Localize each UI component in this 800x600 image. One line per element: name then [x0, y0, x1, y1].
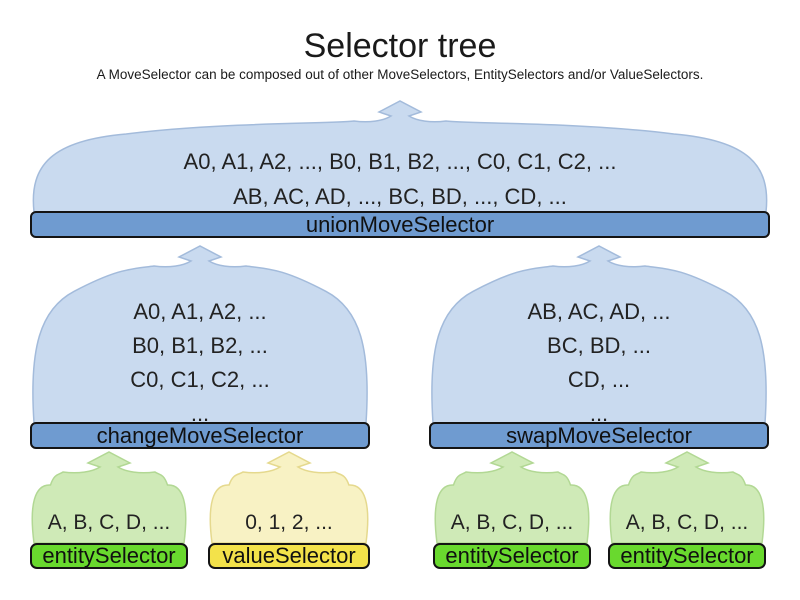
change-move-selector-balloon-arrow-shape: [32, 245, 368, 424]
items-line: A, B, C, D, ...: [625, 511, 749, 534]
change-move-selector-label: changeMoveSelector: [96, 422, 304, 448]
items-line: ...: [589, 401, 609, 426]
entity-selector-2-items: A, B, C, D, ...: [433, 510, 591, 536]
page-subtitle: A MoveSelector can be composed out of ot…: [96, 67, 704, 82]
items-line: CD, ...: [567, 367, 631, 392]
swap-move-selector-items: AB, AC, AD, ... BC, BD, ... CD, ... ...: [429, 295, 769, 431]
entity-selector-1-bar: entitySelector: [30, 543, 188, 569]
page-title: Selector tree: [303, 27, 497, 65]
entity-selector-1-label: entitySelector: [42, 543, 176, 568]
change-move-selector-bar: changeMoveSelector: [30, 422, 370, 449]
swap-move-selector-bar: swapMoveSelector: [429, 422, 769, 449]
union-move-selector-bar: unionMoveSelector: [30, 211, 770, 238]
items-line: A, B, C, D, ...: [47, 511, 171, 534]
items-line: ...: [190, 401, 210, 426]
union-move-selector-label: unionMoveSelector: [305, 211, 495, 237]
items-line: AB, AC, AD, ..., BC, BD, ..., CD, ...: [233, 184, 567, 209]
items-line: B0, B1, B2, ...: [132, 333, 268, 358]
items-line: A, B, C, D, ...: [450, 511, 574, 534]
entity-selector-3-label: entitySelector: [620, 543, 754, 568]
entity-selector-3-bar: entitySelector: [608, 543, 766, 569]
swap-move-selector-balloon-arrow-shape: [431, 245, 767, 424]
union-move-selector-balloon-arrow-shape: [32, 100, 768, 213]
value-selector-items: 0, 1, 2, ...: [208, 510, 370, 536]
entity-selector-3-items: A, B, C, D, ...: [608, 510, 766, 536]
items-line: C0, C1, C2, ...: [130, 367, 270, 392]
union-move-selector-items: A0, A1, A2, ..., B0, B1, B2, ..., C0, C1…: [30, 144, 770, 214]
change-move-selector-items: A0, A1, A2, ... B0, B1, B2, ... C0, C1, …: [30, 295, 370, 431]
swap-move-selector-label: swapMoveSelector: [506, 422, 692, 448]
entity-selector-1-items: A, B, C, D, ...: [30, 510, 188, 536]
value-selector-label: valueSelector: [222, 543, 356, 568]
value-selector-bar: valueSelector: [208, 543, 370, 569]
items-line: AB, AC, AD, ...: [527, 299, 671, 324]
entity-selector-2-label: entitySelector: [445, 543, 579, 568]
value-selector-balloon-arrow-shape: [209, 451, 369, 544]
entity-selector-2-balloon-arrow-shape: [434, 451, 590, 544]
entity-selector-3-balloon-arrow-shape: [609, 451, 765, 544]
items-line: 0, 1, 2, ...: [245, 511, 333, 534]
entity-selector-2-bar: entitySelector: [433, 543, 591, 569]
items-line: BC, BD, ...: [547, 333, 651, 358]
entity-selector-1-balloon-arrow-shape: [31, 451, 187, 544]
items-line: A0, A1, A2, ..., B0, B1, B2, ..., C0, C1…: [183, 149, 617, 174]
items-line: A0, A1, A2, ...: [133, 299, 267, 324]
